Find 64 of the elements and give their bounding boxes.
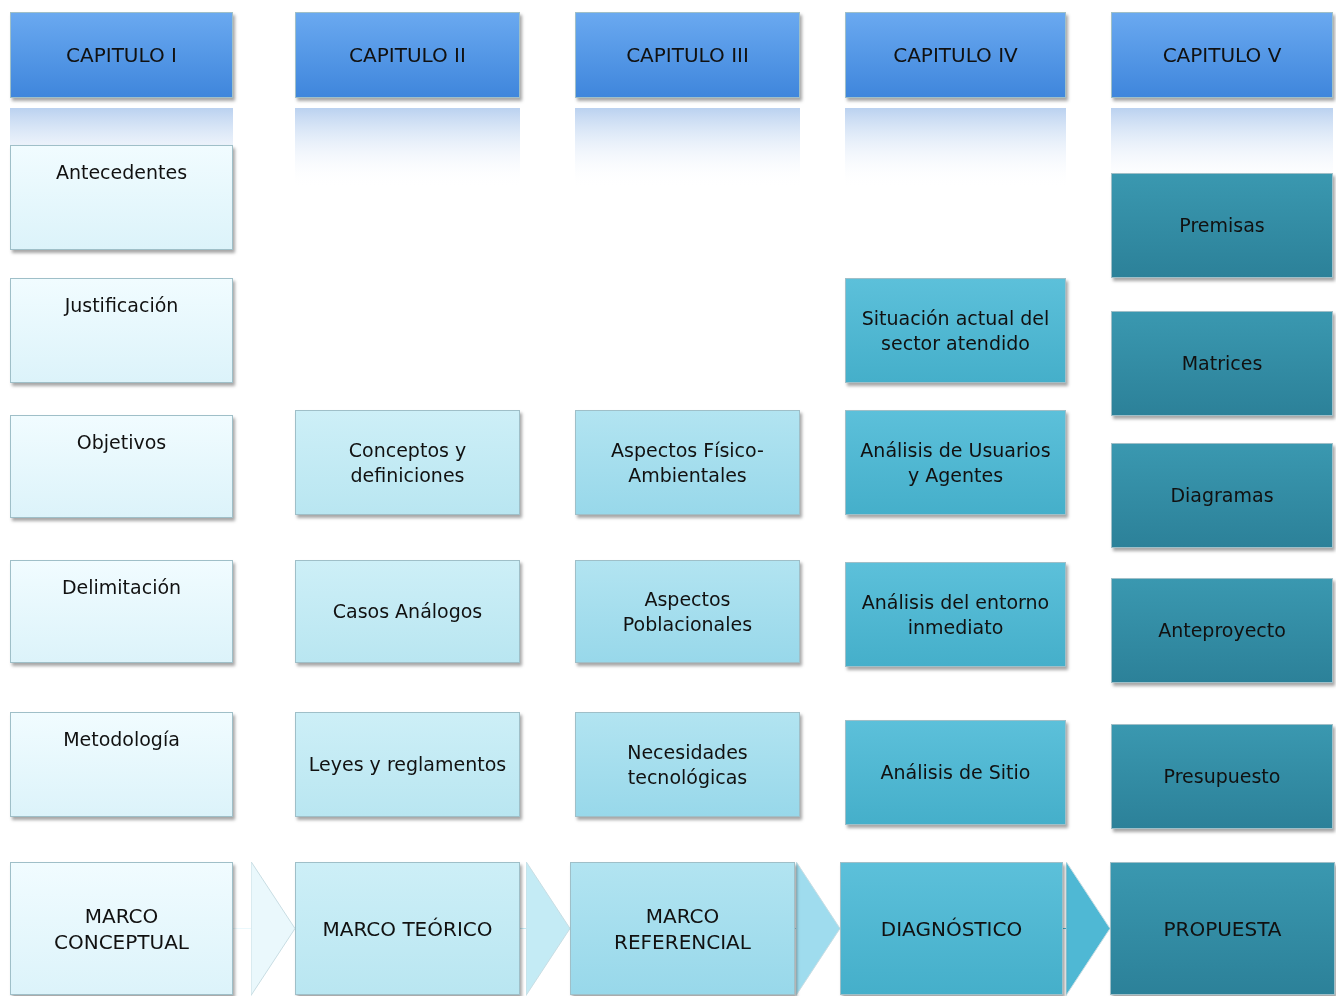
topic-label: DIAGNÓSTICO bbox=[880, 915, 1023, 942]
chevron-arrow bbox=[1062, 861, 1111, 996]
stage-box bbox=[295, 862, 520, 995]
topic-label: Presupuesto bbox=[1163, 764, 1281, 789]
topic-box bbox=[295, 560, 520, 663]
topic-label: Situación actual del sector atendido bbox=[860, 305, 1051, 356]
topic-box bbox=[575, 712, 800, 817]
chevron-arrow bbox=[519, 861, 571, 996]
chapter-header-box bbox=[295, 12, 520, 98]
topic-box bbox=[845, 562, 1066, 667]
topic-box bbox=[575, 410, 800, 515]
topic-label: Metodología bbox=[63, 727, 180, 752]
topic-box bbox=[10, 415, 233, 518]
chapter-title: CAPITULO III bbox=[626, 42, 749, 68]
topic-label: Objetivos bbox=[76, 430, 167, 455]
topic-label: PROPUESTA bbox=[1163, 915, 1282, 942]
topic-label: Casos Análogos bbox=[332, 599, 483, 624]
topic-label: Premisas bbox=[1179, 213, 1265, 238]
topic-label: MARCO REFERENCIAL bbox=[613, 902, 752, 955]
topic-label: Análisis de Usuarios y Agentes bbox=[859, 437, 1052, 488]
topic-box bbox=[845, 278, 1066, 383]
topic-label: Análisis del entorno inmediato bbox=[860, 589, 1051, 640]
stage-box bbox=[840, 862, 1063, 995]
topic-label: Anteproyecto bbox=[1158, 618, 1286, 643]
topic-box bbox=[10, 712, 233, 817]
chapter-title: CAPITULO II bbox=[349, 42, 466, 68]
topic-label: Delimitación bbox=[61, 575, 182, 600]
topic-box bbox=[10, 278, 233, 383]
topic-box bbox=[1111, 578, 1333, 683]
topic-box bbox=[845, 410, 1066, 515]
topic-label: Antecedentes bbox=[55, 160, 188, 185]
topic-label: Matrices bbox=[1181, 351, 1263, 376]
chapter-header-box bbox=[1111, 12, 1333, 98]
topic-label: Leyes y reglamentos bbox=[308, 752, 507, 777]
topic-box bbox=[1111, 443, 1333, 548]
chapter-title: CAPITULO IV bbox=[893, 42, 1018, 68]
topic-label: MARCO CONCEPTUAL bbox=[53, 902, 190, 955]
topic-box bbox=[1111, 173, 1333, 278]
topic-label: Aspectos Físico-Ambientales bbox=[610, 437, 765, 488]
topic-box bbox=[295, 410, 520, 515]
topic-label: Análisis de Sitio bbox=[880, 760, 1031, 785]
chevron-arrow bbox=[232, 861, 296, 996]
topic-box bbox=[1111, 311, 1333, 416]
topic-label: Conceptos y definiciones bbox=[347, 437, 468, 488]
chapter-header-box bbox=[845, 12, 1066, 98]
topic-box bbox=[845, 720, 1066, 825]
topic-box bbox=[575, 560, 800, 663]
topic-label: Necesidades tecnológicas bbox=[626, 739, 749, 790]
topic-box bbox=[295, 712, 520, 817]
stage-box bbox=[1110, 862, 1335, 995]
topic-box bbox=[10, 560, 233, 663]
stage-box bbox=[10, 862, 233, 995]
chapter-title: CAPITULO V bbox=[1162, 42, 1282, 68]
topic-box bbox=[10, 145, 233, 250]
topic-box bbox=[1111, 724, 1333, 829]
topic-label: MARCO TEÓRICO bbox=[322, 915, 493, 942]
topic-label: Justificación bbox=[64, 293, 179, 318]
chapter-title: CAPITULO I bbox=[66, 42, 177, 68]
chapter-header-box bbox=[575, 12, 800, 98]
topic-label: Diagramas bbox=[1170, 483, 1274, 508]
chevron-arrow bbox=[794, 861, 841, 996]
chapter-header-box bbox=[10, 12, 233, 98]
topic-label: Aspectos Poblacionales bbox=[621, 586, 754, 637]
stage-box bbox=[570, 862, 795, 995]
